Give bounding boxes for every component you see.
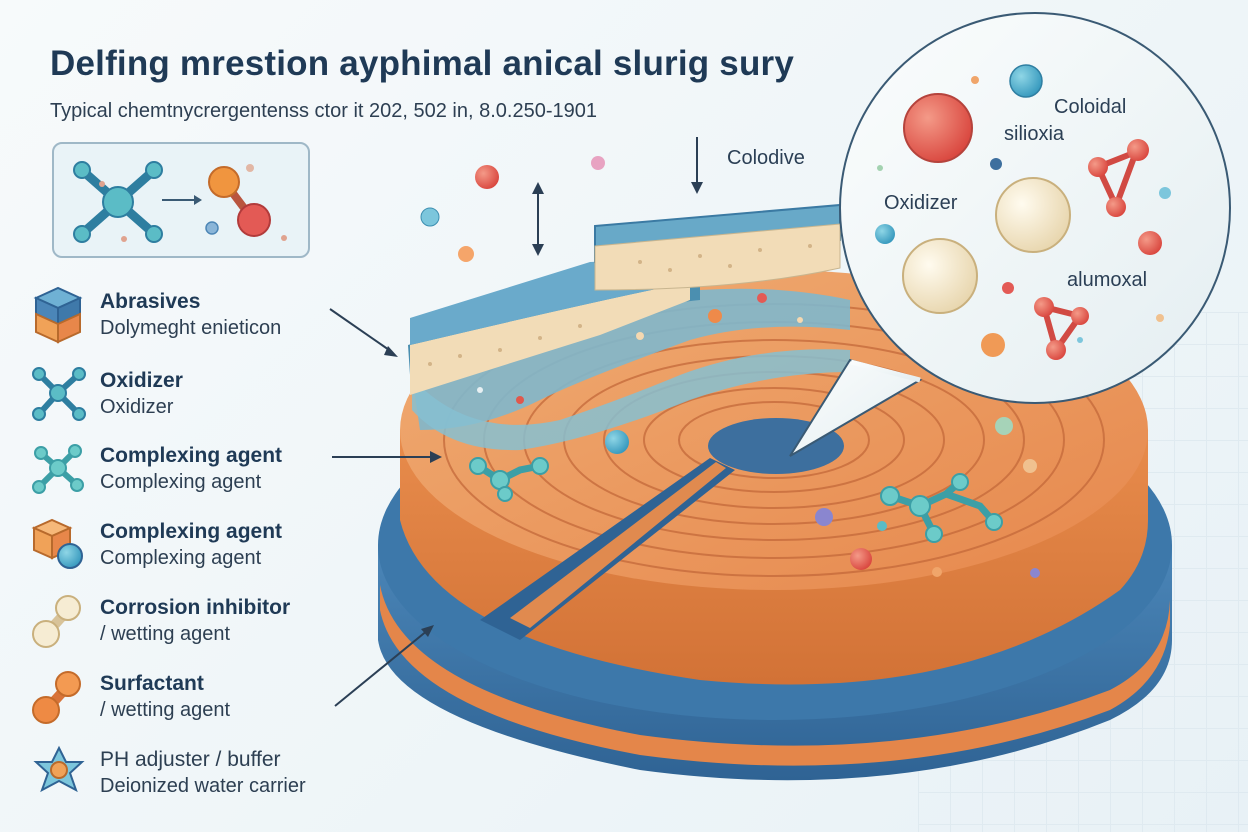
- reaction-inset-box: [52, 142, 310, 258]
- label-colodive: Colodive: [727, 147, 805, 169]
- polishing-pad-and-slurry: [408, 203, 850, 451]
- legend-name: Surfactant: [100, 672, 204, 695]
- molecule-icon: [32, 444, 84, 494]
- legend-name: PH adjuster / buffer: [100, 748, 281, 771]
- legend-item-oxidizer: Oxidizer Oxidizer: [28, 363, 378, 429]
- label-coloidal: Coloidal: [1054, 96, 1126, 118]
- dumbbell-molecule-icon: [208, 166, 271, 237]
- legend-item-corrosion-inhibitor: Corrosion inhibitor / wetting agent: [28, 590, 378, 656]
- annotation-arrows: [329, 137, 703, 707]
- magnified-slurry-bubble: Coloidal silioxia Oxidizer alumoxal: [789, 12, 1231, 457]
- legend-desc: Complexing agent: [100, 547, 262, 569]
- legend-item-complexing-agent-2: Complexing agent Complexing agent: [28, 514, 378, 580]
- legend-item-surfactant: Surfactant / wetting agent: [28, 666, 378, 732]
- legend-name: Corrosion inhibitor: [100, 596, 291, 619]
- label-silioxia: silioxia: [1004, 123, 1065, 145]
- orange-dumbbell-icon: [32, 671, 81, 724]
- legend-desc: / wetting agent: [100, 623, 231, 645]
- legend-item-abrasives: Abrasives Dolymeght enieticon: [28, 284, 378, 350]
- layered-cube-icon: [33, 286, 83, 344]
- legend-desc: Oxidizer: [100, 396, 174, 418]
- legend-desc: Complexing agent: [100, 471, 262, 493]
- reaction-inset-illustration: [73, 161, 287, 243]
- legend-name: Oxidizer: [100, 369, 183, 392]
- star-molecule-icon: [33, 745, 85, 793]
- legend-name: Complexing agent: [100, 520, 283, 543]
- label-oxidizer-bubble: Oxidizer: [884, 192, 958, 214]
- molecule-icon: [32, 367, 86, 421]
- cube-sphere-icon: [31, 518, 83, 569]
- legend-name: Abrasives: [100, 290, 201, 313]
- page-subtitle: Typical chemtnycrergentenss ctor it 202,…: [50, 100, 597, 122]
- cross-molecule-icon: [73, 161, 163, 243]
- legend-desc: / wetting agent: [100, 699, 231, 721]
- legend-item-ph-adjuster: PH adjuster / buffer Deionized water car…: [28, 742, 378, 808]
- label-alumoxal: alumoxal: [1067, 269, 1147, 291]
- complexing-molecule: [469, 457, 1003, 543]
- arrow-right-icon: [162, 195, 202, 205]
- dumbbell-icon: [32, 595, 81, 648]
- legend-item-complexing-agent: Complexing agent Complexing agent: [28, 438, 378, 504]
- page-title: Delfing mrestion ayphimal anical slurig …: [50, 44, 795, 83]
- legend-desc: Dolymeght enieticon: [100, 317, 282, 339]
- legend-name: Complexing agent: [100, 444, 283, 467]
- legend-desc: Deionized water carrier: [100, 775, 306, 797]
- floating-particles: [420, 156, 1040, 578]
